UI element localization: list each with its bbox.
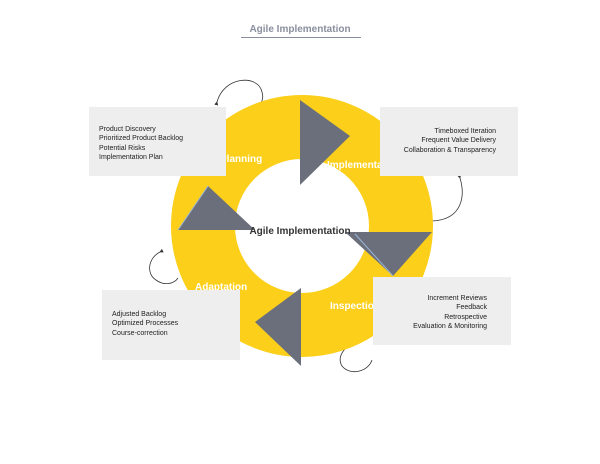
note-adaptation-line: Adjusted Backlog xyxy=(112,311,167,318)
note-inspection-line: Retrospective xyxy=(444,313,487,321)
note-inspection-line: Evaluation & Monitoring xyxy=(413,323,487,331)
arrow-adaptation-to-planning xyxy=(178,186,255,230)
center-label: Agile Implementation xyxy=(249,226,350,237)
curved-arrow-adaptation xyxy=(149,248,179,284)
note-implementation-line: Frequent Value Delivery xyxy=(421,137,496,145)
note-inspection: Increment Reviews Feedback Retrospective… xyxy=(373,277,511,345)
stage-label-implementation: Implementation xyxy=(327,160,401,171)
arrow-inspection-to-adaptation xyxy=(255,288,301,366)
note-adaptation-line: Course-correction xyxy=(112,329,168,337)
arrow-planning-to-implementation xyxy=(300,100,350,185)
stage-label-planning: Planning xyxy=(220,154,262,165)
note-planning-line: Potential Risks xyxy=(99,144,146,152)
note-adaptation-line: Optimized Processes xyxy=(112,320,179,328)
note-implementation: Timeboxed Iteration Frequent Value Deliv… xyxy=(380,107,518,176)
note-planning-line: Product Discovery xyxy=(99,126,156,133)
note-planning-line: Implementation Plan xyxy=(99,154,163,162)
stage-label-adaptation: Adaptation xyxy=(195,282,247,293)
title-underline xyxy=(241,37,361,38)
note-adaptation: Adjusted Backlog Optimized Processes Cou… xyxy=(102,290,240,360)
note-implementation-line: Timeboxed Iteration xyxy=(434,128,496,135)
arrow-implementation-to-inspection xyxy=(345,232,432,276)
note-inspection-line: Feedback xyxy=(456,304,487,312)
note-planning-line: Prioritized Product Backlog xyxy=(99,135,184,143)
note-implementation-line: Collaboration & Transparency xyxy=(403,146,496,154)
diagram-title: Agile Implementation xyxy=(249,24,351,35)
note-inspection-line: Increment Reviews xyxy=(427,295,487,302)
note-planning: Product Discovery Prioritized Product Ba… xyxy=(89,107,226,176)
stage-label-inspection: Inspection xyxy=(330,301,380,312)
